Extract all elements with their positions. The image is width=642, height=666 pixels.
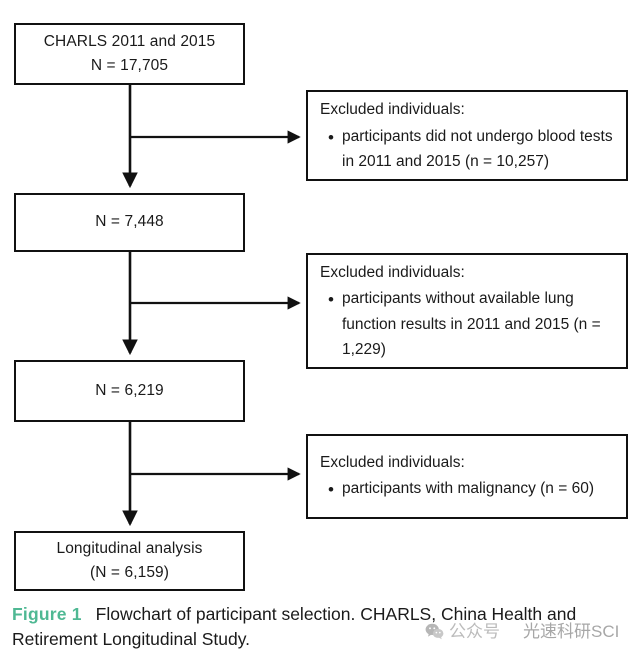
watermark-account: 光速科研SCI	[523, 622, 620, 641]
wechat-chat-icon	[425, 623, 444, 640]
exclusion-3-item: • participants with malignancy (n = 60)	[320, 476, 616, 503]
node-stage-3: N = 6,219	[14, 360, 245, 422]
node-final-line1: Longitudinal analysis	[56, 539, 203, 557]
node-exclusion-3: Excluded individuals: • participants wit…	[306, 434, 628, 519]
exclusion-2-item: • participants without available lung fu…	[320, 286, 616, 361]
watermark: 公众号 光速科研SCI	[425, 623, 619, 640]
figure-caption-text: Flowchart of participant selection. CHAR…	[12, 604, 577, 649]
node-exclusion-1: Excluded individuals: • participants did…	[306, 90, 628, 181]
exclusion-2-title: Excluded individuals:	[320, 264, 465, 282]
node-final-line2: (N = 6,159)	[89, 564, 170, 581]
bullet-icon: •	[328, 480, 334, 500]
node-stage-2: N = 7,448	[14, 193, 245, 252]
node-exclusion-2: Excluded individuals: • participants wit…	[306, 253, 628, 369]
exclusion-3-title: Excluded individuals:	[320, 454, 465, 472]
watermark-platform: 公众号	[449, 622, 500, 641]
exclusion-1-text: participants did not undergo blood tests…	[342, 127, 613, 170]
node-stage-3-label: N = 6,219	[95, 381, 164, 399]
node-source-line2: N = 17,705	[90, 57, 169, 74]
bullet-icon: •	[328, 290, 334, 310]
exclusion-1-title: Excluded individuals:	[320, 101, 465, 119]
node-final-analysis: Longitudinal analysis (N = 6,159)	[14, 531, 245, 591]
node-stage-2-label: N = 7,448	[95, 213, 164, 231]
node-source-cohort: CHARLS 2011 and 2015 N = 17,705	[14, 23, 245, 85]
bullet-icon: •	[328, 127, 334, 147]
exclusion-3-text: participants with malignancy (n = 60)	[342, 480, 594, 498]
node-source-line1: CHARLS 2011 and 2015	[43, 32, 216, 50]
figure-caption-label: Figure 1	[12, 604, 82, 624]
exclusion-1-item: • participants did not undergo blood tes…	[320, 124, 616, 174]
exclusion-2-text: participants without available lung func…	[342, 290, 601, 358]
